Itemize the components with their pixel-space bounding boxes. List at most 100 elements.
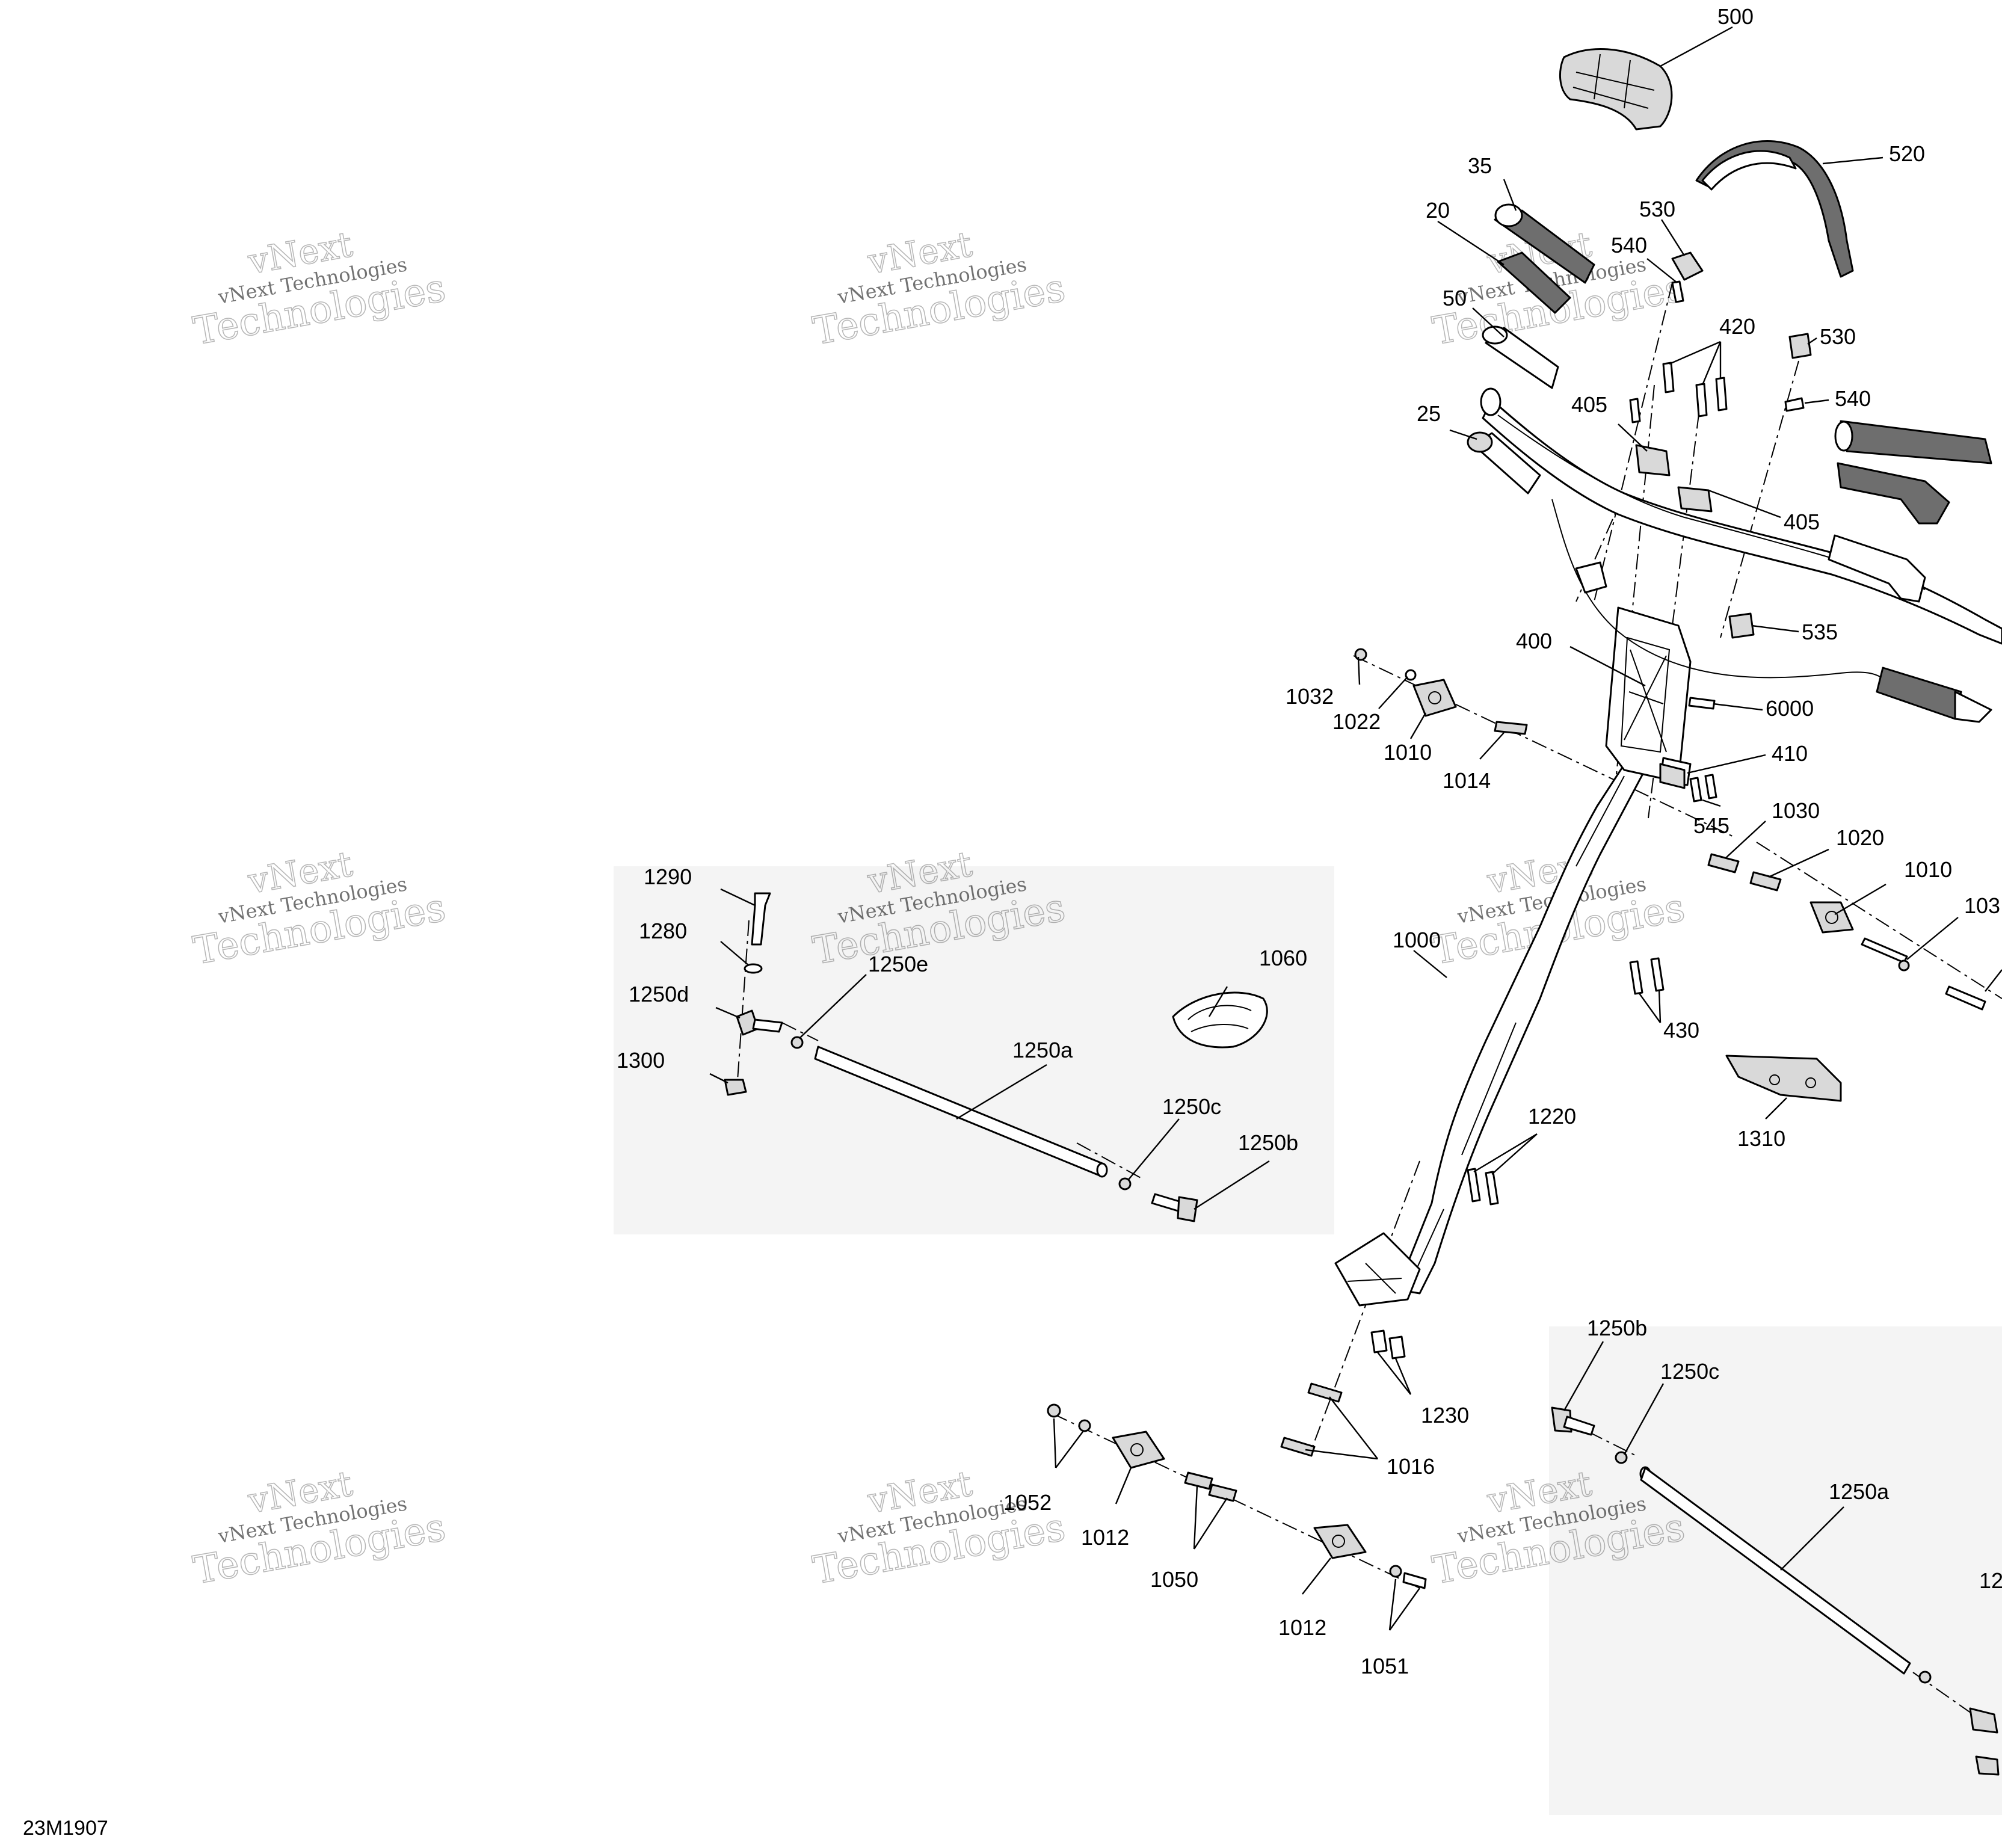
callout-12x: 12 [1979, 1568, 2002, 1593]
callout-35: 35 [1468, 153, 1492, 178]
callout-1250c-left: 1250c [1162, 1094, 1221, 1119]
callout-1060: 1060 [1259, 946, 1307, 970]
callout-1250e: 1250e [868, 952, 928, 976]
bolts-420 [1629, 362, 1728, 424]
callout-1051: 1051 [1361, 1654, 1409, 1678]
callout-1250b-left: 1250b [1238, 1130, 1298, 1155]
nut-1300 [724, 1079, 747, 1096]
callout-535: 535 [1802, 620, 1838, 644]
screws-545 [1689, 774, 1717, 802]
spacers-1016 [1280, 1382, 1343, 1457]
nut-1032-left [1354, 648, 1367, 661]
right-bar-end [1876, 667, 1992, 723]
callout-1000: 1000 [1393, 928, 1441, 952]
bolts-1220 [1467, 1168, 1499, 1206]
callout-20: 20 [1426, 198, 1450, 223]
callout-500: 500 [1717, 4, 1754, 29]
callout-405-right: 405 [1784, 510, 1820, 534]
rod-end-1250b-left [1151, 1193, 1198, 1222]
clip-535 [1728, 612, 1755, 639]
callout-420: 420 [1719, 314, 1755, 339]
washer-1280 [744, 963, 763, 974]
callout-1050: 1050 [1150, 1567, 1198, 1592]
spacer-1030 [1707, 853, 1740, 873]
bolts-430 [1629, 957, 1665, 995]
callout-1032-left: 1032 [1286, 684, 1334, 709]
handle-520 [1695, 140, 1854, 278]
callout-1052: 1052 [1003, 1490, 1052, 1515]
nut-right [1898, 959, 1910, 972]
rod-1250a-right [1639, 1466, 1911, 1675]
callout-50: 50 [1443, 286, 1467, 310]
callout-540-left: 540 [1611, 233, 1647, 257]
callout-1250a-left: 1250a [1012, 1038, 1073, 1062]
callout-6000: 6000 [1766, 696, 1814, 721]
rod-1250a-left [814, 1046, 1108, 1178]
callout-400: 400 [1516, 629, 1552, 653]
inset-panel-left [614, 866, 1334, 1234]
callout-1022: 1022 [1332, 709, 1381, 734]
bushings-1230 [1370, 1329, 1406, 1360]
callout-1220: 1220 [1528, 1104, 1576, 1129]
spacer-1014 [1494, 721, 1528, 735]
leader-lines [709, 26, 2002, 1631]
nut-1250c-right [1615, 1451, 1628, 1464]
callout-1030: 1030 [1772, 798, 1820, 823]
callout-1300: 1300 [617, 1048, 665, 1073]
watermark-group: vNext Technologies Technologies vNext vN… [189, 223, 1689, 1594]
right-grip-lower [1837, 462, 1950, 525]
clamp-1010-left [1412, 679, 1457, 717]
callout-1016: 1016 [1387, 1454, 1435, 1479]
callout-1012-lower: 1012 [1278, 1615, 1326, 1640]
callout-labels: 500 520 35 530 20 540 50 420 530 540 25 … [617, 4, 2002, 1678]
clamp-1012-lower [1313, 1524, 1367, 1559]
right-tube [1828, 534, 1926, 603]
callout-1014: 1014 [1443, 768, 1491, 793]
nuts-1052 [1047, 1403, 1091, 1432]
rod-end-1250d [736, 1009, 783, 1036]
clamp-1012-upper [1112, 1431, 1165, 1469]
washer-1022 [1405, 669, 1417, 681]
throttle-grip-25 [1467, 431, 1541, 494]
nut-1250e [790, 1036, 804, 1049]
pin-right [1861, 937, 1908, 964]
steering-column-1000 [1334, 745, 1652, 1307]
bushing-410 [1659, 763, 1686, 789]
screw-6000 [1688, 697, 1716, 710]
steering-plate-400 [1605, 606, 1692, 786]
callout-1250a-right: 1250a [1829, 1479, 1890, 1504]
bracket-1310 [1725, 1055, 1842, 1102]
callout-1010-right: 1010 [1904, 857, 1952, 882]
diagram-code: 23M1907 [23, 1817, 108, 1840]
callout-1250d: 1250d [629, 982, 689, 1006]
callout-1310: 1310 [1737, 1126, 1785, 1151]
clamp-405-right [1677, 486, 1713, 513]
callout-1010-left: 1010 [1384, 740, 1432, 765]
cover-1060 [1172, 991, 1268, 1049]
callout-530-right: 530 [1820, 324, 1856, 349]
tube-50 [1482, 325, 1559, 389]
clamp-lower-left [1575, 561, 1607, 594]
rod-end-1250b-right [1551, 1406, 1595, 1436]
grip-heater-20 [1497, 251, 1571, 314]
callout-530-left: 530 [1639, 197, 1675, 221]
callout-1250b-right: 1250b [1587, 1316, 1647, 1340]
spacer-1020 [1749, 871, 1782, 892]
callout-545: 545 [1693, 813, 1729, 838]
callout-410: 410 [1772, 741, 1808, 766]
callout-25: 25 [1417, 401, 1441, 426]
callout-1012-upper: 1012 [1081, 1525, 1129, 1550]
grip-35 [1494, 203, 1595, 284]
callout-1280: 1280 [639, 919, 687, 943]
rod-end-right-inset [1969, 1707, 2000, 1776]
spacers-1050 [1184, 1471, 1237, 1502]
nut-right-inset [1918, 1671, 1932, 1684]
bolt-103x [1945, 985, 1986, 1011]
callout-1230: 1230 [1421, 1403, 1469, 1428]
callout-405-left: 405 [1571, 392, 1607, 417]
callout-1250c-right: 1250c [1660, 1359, 1719, 1384]
callout-520: 520 [1889, 141, 1925, 166]
callout-430: 430 [1663, 1018, 1699, 1043]
callout-540-right: 540 [1835, 386, 1871, 411]
